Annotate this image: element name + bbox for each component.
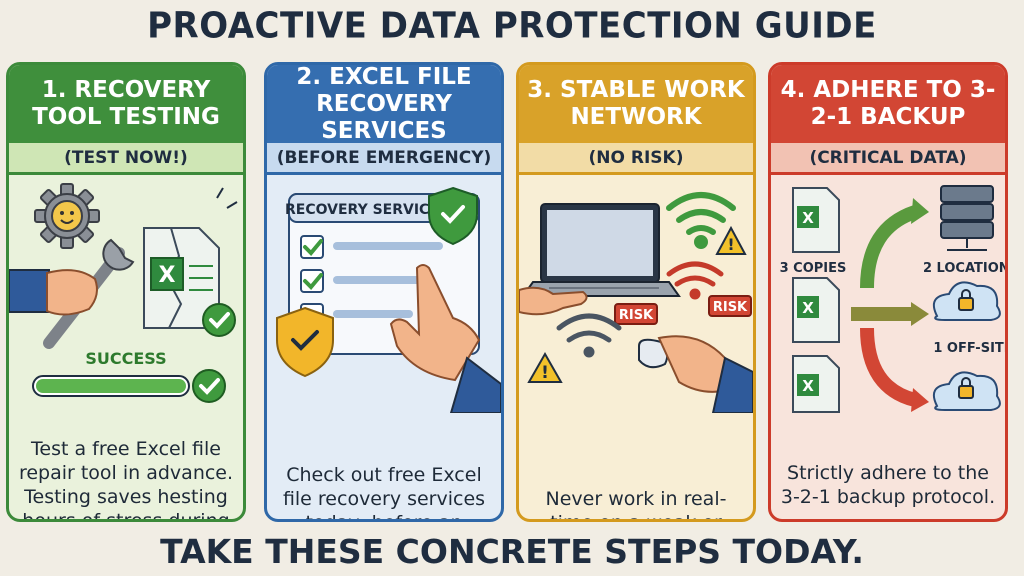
risk-label: RISK [619,308,654,323]
page-title: PROACTIVE DATA PROTECTION GUIDE [147,5,877,47]
card-subheading: (CRITICAL DATA) [771,143,1005,175]
warning-icon: ! [715,225,747,255]
card-subheading: (BEFORE EMERGENCY) [267,143,501,175]
wifi-icon [666,261,724,300]
card-stable-work-network: 3. STABLE WORK NETWORK (NO RISK) ! RISK … [516,62,756,522]
recovery-tool-illustration: X SUCCESS [9,183,238,403]
card-heading: 1. RECOVERY TOOL TESTING [9,65,243,143]
recovery-services-label: RECOVERY SERVICES [285,202,449,218]
svg-text:X: X [802,209,814,227]
arrow-icon [851,198,929,412]
card-subheading: (TEST NOW!) [9,143,243,175]
card-excel-file-recovery-services: 2. EXCEL FILE RECOVERY SERVICES (BEFORE … [264,62,504,522]
laptop-icon [521,203,681,297]
backup-illustration: X X X 3 COPIES 2 LOC [780,185,1005,413]
shield-check-icon [428,186,478,246]
svg-text:!: ! [541,363,549,383]
progress-bar [32,375,190,397]
pointing-hand-icon [389,264,501,413]
cloud-lock-icon [933,281,1001,321]
checkmark-icon [192,369,226,403]
gear-smile-icon [34,183,100,249]
excel-file-icon: X [143,227,220,329]
recovery-services-illustration: RECOVERY SERVICES [276,186,501,413]
risk-label: RISK [713,300,748,315]
locations-label: 2 LOCATIONS [923,261,1005,276]
mouse-icon [638,335,753,413]
excel-file-icon: X [792,277,840,343]
svg-text:X: X [159,263,176,288]
cloud-lock-icon [933,371,1001,411]
wifi-icon [666,192,736,249]
card-subheading: (NO RISK) [519,143,753,175]
copies-label: 3 COPIES [780,261,847,276]
footer-cta: TAKE THESE CONCRETE STEPS TODAY. [160,532,864,571]
card-recovery-tool-testing: 1. RECOVERY TOOL TESTING (TEST NOW!) [6,62,246,522]
card-body: Check out free Excel file recovery servi… [282,464,486,519]
card-body: Strictly adhere to the 3-2-1 backup prot… [780,462,996,508]
excel-file-icon: X [792,355,840,413]
svg-text:X: X [802,377,814,395]
warning-icon: ! [527,351,563,383]
wifi-icon [556,313,622,358]
svg-text:!: ! [727,235,734,254]
excel-file-icon: X [792,187,840,253]
card-body: Never work in real-time on a weak or uns… [545,488,727,519]
shield-check-icon [276,306,334,378]
card-heading: 3. STABLE WORK NETWORK [519,65,753,143]
card-adhere-3-2-1-backup: 4. ADHERE TO 3-2-1 BACKUP (CRITICAL DATA… [768,62,1008,522]
card-heading: 4. ADHERE TO 3-2-1 BACKUP [771,65,1005,143]
server-icon [940,185,994,251]
checkmark-icon [202,303,236,337]
svg-text:X: X [802,299,814,317]
card-body: Test a free Excel file repair tool in ad… [18,438,234,522]
success-label: SUCCESS [85,349,166,368]
card-heading: 2. EXCEL FILE RECOVERY SERVICES [267,65,501,144]
offsite-label: 1 OFF-SITE [933,341,1005,356]
network-illustration: ! RISK RISK ! [519,192,753,413]
